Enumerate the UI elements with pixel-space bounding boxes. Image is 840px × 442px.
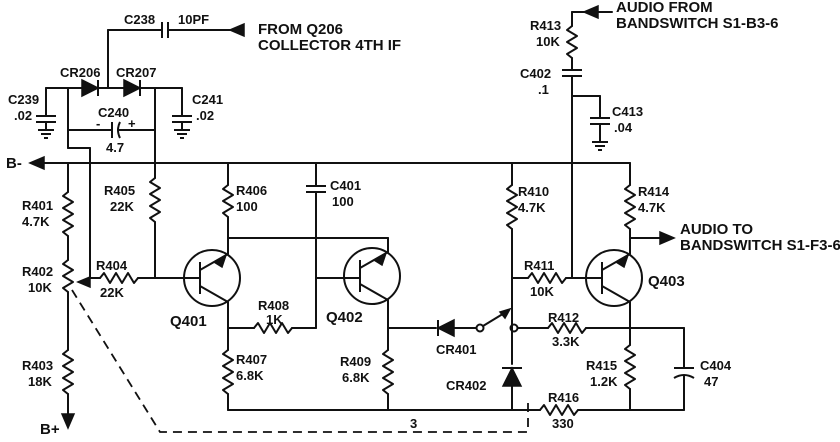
- stage-q401: [89, 162, 389, 411]
- label-bandswitch-in: BANDSWITCH S1-B3-6: [616, 15, 779, 32]
- label-c413: C413: [612, 104, 643, 119]
- label-r405-value: 22K: [110, 199, 134, 214]
- label-r402: R402: [22, 264, 53, 279]
- label-r404-value: 22K: [100, 285, 124, 300]
- label-r413: R413: [530, 18, 561, 33]
- label-c241-value: .02: [196, 108, 214, 123]
- label-link-3: 3: [410, 416, 417, 431]
- label-b-minus: B-: [6, 155, 22, 172]
- label-r407: R407: [236, 352, 267, 367]
- label-r415-value: 1.2K: [590, 374, 618, 389]
- label-c402-value: .1: [538, 82, 549, 97]
- label-r403-value: 18K: [28, 374, 52, 389]
- label-c238: C238: [124, 12, 155, 27]
- label-c404-value: 47: [704, 374, 718, 389]
- label-r412: R412: [548, 310, 579, 325]
- label-cr402: CR402: [446, 378, 486, 393]
- label-r406-value: 100: [236, 199, 258, 214]
- label-r411: R411: [524, 258, 554, 273]
- label-c413-value: .04: [614, 120, 633, 135]
- label-c239-value: .02: [14, 108, 32, 123]
- label-r408-value: 1K: [266, 312, 283, 327]
- label-audio-from: AUDIO FROM: [616, 0, 713, 16]
- label-r410-value: 4.7K: [518, 200, 546, 215]
- label-c238-value: 10PF: [178, 12, 209, 27]
- label-r402-value: 10K: [28, 280, 52, 295]
- label-r406: R406: [236, 183, 267, 198]
- label-r411-value: 10K: [530, 284, 554, 299]
- label-r409: R409: [340, 354, 371, 369]
- label-r414: R414: [638, 184, 670, 199]
- label-c401-value: 100: [332, 194, 354, 209]
- labels: C238 10PF FROM Q206 COLLECTOR 4TH IF CR2…: [6, 0, 840, 438]
- label-collector: COLLECTOR 4TH IF: [258, 37, 401, 54]
- label-c240-minus: -: [96, 116, 100, 131]
- gate-section: [436, 162, 631, 411]
- label-audio-to: AUDIO TO: [680, 221, 753, 238]
- label-r409-value: 6.8K: [342, 370, 370, 385]
- label-r415: R415: [586, 358, 617, 373]
- label-r412-value: 3.3K: [552, 334, 580, 349]
- ganged-link: [71, 289, 529, 433]
- label-cr207: CR207: [116, 65, 156, 80]
- label-bandswitch-out: BANDSWITCH S1-F3-6: [680, 237, 840, 254]
- label-r403: R403: [22, 358, 53, 373]
- label-c240-plus: +: [128, 116, 136, 131]
- stage-q402: [306, 162, 437, 411]
- label-r414-value: 4.7K: [638, 200, 666, 215]
- label-c401: C401: [330, 178, 361, 193]
- detector-section: [36, 22, 245, 279]
- label-b-plus: B+: [40, 421, 60, 438]
- label-r413-value: 10K: [536, 34, 560, 49]
- label-c402: C402: [520, 66, 551, 81]
- label-r407-value: 6.8K: [236, 368, 264, 383]
- label-r416-value: 330: [552, 416, 574, 431]
- label-c240: C240: [98, 105, 129, 120]
- stage-q403: [227, 4, 695, 416]
- label-r401-value: 4.7K: [22, 214, 50, 229]
- label-q402: Q402: [326, 309, 363, 326]
- label-r404: R404: [96, 258, 128, 273]
- label-r410: R410: [518, 184, 549, 199]
- label-r416: R416: [548, 390, 579, 405]
- label-c241: C241: [192, 92, 223, 107]
- label-r408: R408: [258, 298, 289, 313]
- label-c240-value: 4.7: [106, 140, 124, 155]
- label-c404: C404: [700, 358, 732, 373]
- label-from-q206: FROM Q206: [258, 21, 343, 38]
- b-minus-rail: [28, 155, 631, 171]
- label-r401: R401: [22, 198, 53, 213]
- label-r405: R405: [104, 183, 135, 198]
- label-q403: Q403: [648, 273, 685, 290]
- label-cr401: CR401: [436, 342, 476, 357]
- input-divider: [60, 162, 91, 430]
- label-q401: Q401: [170, 313, 207, 330]
- label-cr206: CR206: [60, 65, 100, 80]
- label-c239: C239: [8, 92, 39, 107]
